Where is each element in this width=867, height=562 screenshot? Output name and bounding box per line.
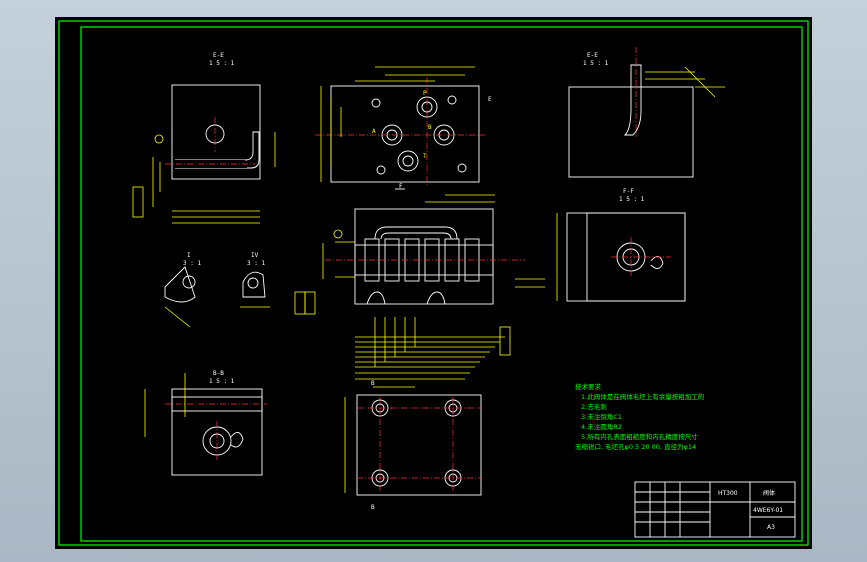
title-name: 阀体: [763, 489, 775, 497]
detail-b-label: IV: [251, 252, 259, 259]
port-label-t: T: [423, 153, 427, 160]
section-mark-f: F: [399, 183, 403, 190]
title-sheet: A3: [767, 524, 775, 531]
tech-req-item-3: 3.未注倒角C1: [581, 412, 622, 421]
detail-a-scale: 3 : 1: [183, 260, 201, 267]
tech-requirements: 技术要求 1.此阀体是在阀体毛坯上有余量按粗加工的 2.去毛刺 3.未注倒角C1…: [575, 382, 705, 451]
view-top-left: E-E 1 5 : 1: [132, 52, 276, 224]
detail-a-label: I: [187, 252, 191, 259]
view-bottom-center: B B: [344, 380, 482, 511]
title-block: HT300 阀体 4WE6Y-01 A3: [634, 481, 796, 538]
view-bottom-left: B-B 1 5 : 1: [144, 370, 267, 476]
view-bottom-left-scale: 1 5 : 1: [209, 378, 235, 385]
cad-drawing: E-E 1 5 : 1: [58, 20, 809, 546]
view-details: I 3 : 1 IV 3 : 1: [164, 252, 270, 328]
title-drawing-no: 4WE6Y-01: [753, 507, 783, 514]
port-label-p: P: [423, 90, 427, 97]
port-label-b: B: [428, 124, 432, 131]
tech-req-item-6: 无缩锐口, 毛坯孔φ0.5 20 00, 直径为φ14: [575, 442, 696, 451]
view-top-right-label: E-E: [587, 52, 598, 59]
section-mark-e: E: [488, 96, 492, 103]
outer-frame: [58, 20, 809, 546]
section-mark-b-top: B: [371, 380, 375, 387]
tech-req-item-5: 5.所有内孔表面粗糙度和内孔精度按尺寸: [581, 432, 698, 441]
tech-req-item-4: 4.未注圆角R2: [581, 422, 622, 431]
inner-frame: [80, 26, 803, 542]
view-mid-right: F-F 1 5 : 1: [556, 188, 686, 302]
view-top-center: P A B T E F: [315, 66, 492, 190]
title-material: HT300: [718, 490, 738, 497]
port-label-a: A: [372, 128, 376, 135]
drawing-sheet: E-E 1 5 : 1: [55, 17, 812, 549]
view-top-left-label: E-E: [213, 52, 224, 59]
view-top-right-scale: 1 5 : 1: [583, 60, 609, 67]
tech-requirements-heading: 技术要求: [575, 382, 602, 391]
tech-req-item-1: 1.此阀体是在阀体毛坯上有余量按粗加工的: [581, 392, 705, 401]
view-top-left-scale: 1 5 : 1: [209, 60, 235, 67]
view-mid-right-label: F-F: [623, 188, 634, 195]
tech-req-item-2: 2.去毛刺: [581, 402, 607, 411]
view-main-section: [294, 194, 545, 380]
view-mid-right-scale: 1 5 : 1: [619, 196, 645, 203]
view-top-right: E-E 1 5 : 1: [568, 47, 725, 178]
detail-b-scale: 3 : 1: [247, 260, 265, 267]
section-mark-b-bottom: B: [371, 504, 375, 511]
view-bottom-left-label: B-B: [213, 370, 224, 377]
